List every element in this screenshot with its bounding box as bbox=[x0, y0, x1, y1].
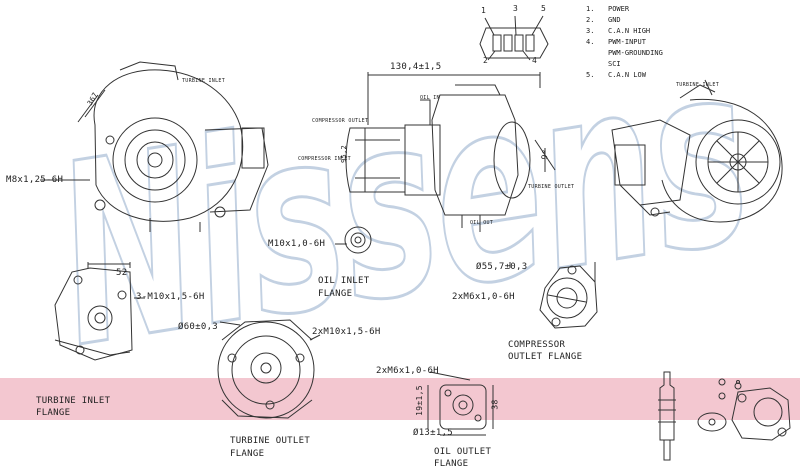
oil-outlet-flange bbox=[427, 371, 494, 436]
turbine-outlet-flange bbox=[217, 319, 321, 419]
caption-compressor-outlet-1: COMPRESSOR bbox=[508, 340, 566, 350]
label-oil-out: OIL OUT bbox=[470, 220, 494, 226]
compressor-outlet-flange bbox=[509, 262, 598, 329]
dim-19: 19±1,5 bbox=[414, 385, 424, 416]
label-compressor-outlet: COMPRESSOR OUTLET bbox=[312, 118, 369, 124]
connector-pin-4: 4 bbox=[532, 56, 537, 65]
caption-turbine-inlet-1: TURBINE INLET bbox=[36, 396, 111, 406]
label-oil-in: OIL IN bbox=[420, 95, 440, 101]
pin-legend-row: PWM-GROUNDING bbox=[608, 49, 663, 57]
caption-turbine-outlet-2: FLANGE bbox=[230, 449, 265, 459]
dim-compressor-thread: 2xM6x1,0-6H bbox=[452, 292, 515, 302]
pin-legend-row: 2.GND bbox=[586, 16, 621, 24]
dim-outlet-thread: 2xM10x1,5-6H bbox=[312, 327, 381, 337]
caption-turbine-outlet-1: TURBINE OUTLET bbox=[230, 436, 311, 446]
pin-legend-row: 3.C.A.N HIGH bbox=[586, 27, 651, 35]
label-turbine-inlet-right: TURBINE INLET bbox=[676, 82, 720, 88]
oil-inlet-flange bbox=[335, 226, 372, 254]
pin-legend-row: SCI bbox=[608, 60, 621, 68]
connector-drawing bbox=[479, 15, 549, 61]
dim-turbine-inlet-thread: 3-M10x1,5-6H bbox=[136, 292, 205, 302]
caption-compressor-outlet-2: OUTLET FLANGE bbox=[508, 352, 583, 362]
highlight-band bbox=[0, 378, 800, 420]
dim-d60: Ø60±0,3 bbox=[178, 322, 219, 332]
connector-pin-5: 5 bbox=[541, 4, 546, 13]
dim-length: 130,4±1,5 bbox=[390, 62, 442, 72]
caption-oil-outlet-2: FLANGE bbox=[434, 459, 469, 469]
caption-oil-inlet-1: OIL INLET bbox=[318, 276, 370, 286]
caption-oil-outlet-1: OIL OUTLET bbox=[434, 447, 492, 457]
caption-oil-inlet-2: FLANGE bbox=[318, 289, 353, 299]
oil-pipe-fitting bbox=[658, 371, 676, 461]
pin-legend-row: 1.POWER bbox=[586, 5, 630, 13]
caption-turbine-inlet-2: FLANGE bbox=[36, 408, 71, 418]
dim-angle: 9° bbox=[539, 148, 551, 161]
connector-pin-3: 3 bbox=[513, 4, 518, 13]
turbo-center-view bbox=[345, 72, 556, 232]
label-compressor-inlet: COMPRESSOR INLET bbox=[298, 156, 351, 162]
dim-m10-oil-thread: M10x1,0-6H bbox=[268, 239, 326, 249]
turbo-left-view bbox=[40, 61, 269, 232]
label-turbine-inlet-left: TURBINE INLET bbox=[182, 78, 226, 84]
dim-oil-outlet-thread: 2xM6x1,0-6H bbox=[376, 366, 439, 376]
pin-legend-row: 5.C.A.N LOW bbox=[586, 71, 646, 79]
label-turbine-outlet: TURBINE OUTLET bbox=[528, 184, 575, 190]
turbine-inlet-flange bbox=[54, 262, 145, 361]
dim-d55: Ø55,7±0,3 bbox=[476, 262, 528, 272]
dim-d13: Ø13±1,5 bbox=[413, 428, 454, 438]
connector-pin-2: 2 bbox=[483, 56, 488, 65]
connector-pin-1: 1 bbox=[481, 6, 486, 15]
pin-legend-row: 4.PWM-INPUT bbox=[586, 38, 646, 46]
dim-38: 38 bbox=[490, 399, 500, 410]
turbo-right-view bbox=[611, 79, 783, 223]
dim-52: 52 bbox=[116, 268, 128, 278]
dim-m8-thread: M8x1,25-6H bbox=[6, 175, 64, 185]
gasket bbox=[697, 378, 791, 441]
